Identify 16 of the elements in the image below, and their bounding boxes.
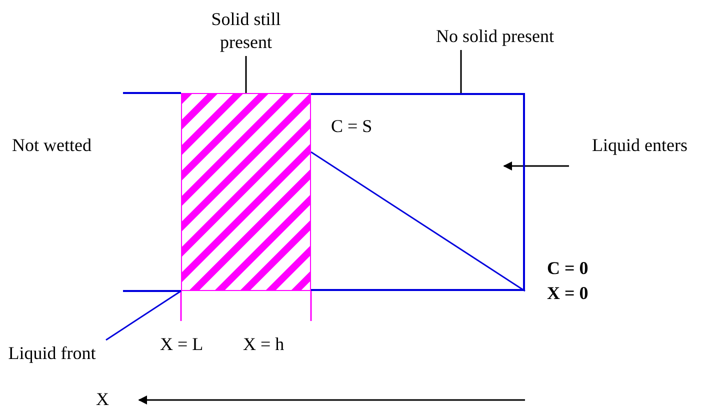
leader-line [245,56,247,93]
flow-label: Liquid enters [592,134,688,156]
condition-label: C = S [331,115,372,137]
liquid-filled-region [311,93,525,291]
callout-text: No solid present [405,25,585,48]
leader-line [106,290,182,341]
hatched-solid-region [181,93,311,291]
condition-label: C = 0 [547,257,588,279]
condition-label: X = 0 [547,282,588,304]
leader-line [460,50,462,93]
callout-text: Solid still present [190,8,302,54]
region-label: Not wetted [12,134,92,156]
axis-label: X [96,388,109,410]
callout-text: Liquid front [0,342,104,365]
position-label: X = h [243,333,284,355]
position-label: X = L [160,333,204,355]
